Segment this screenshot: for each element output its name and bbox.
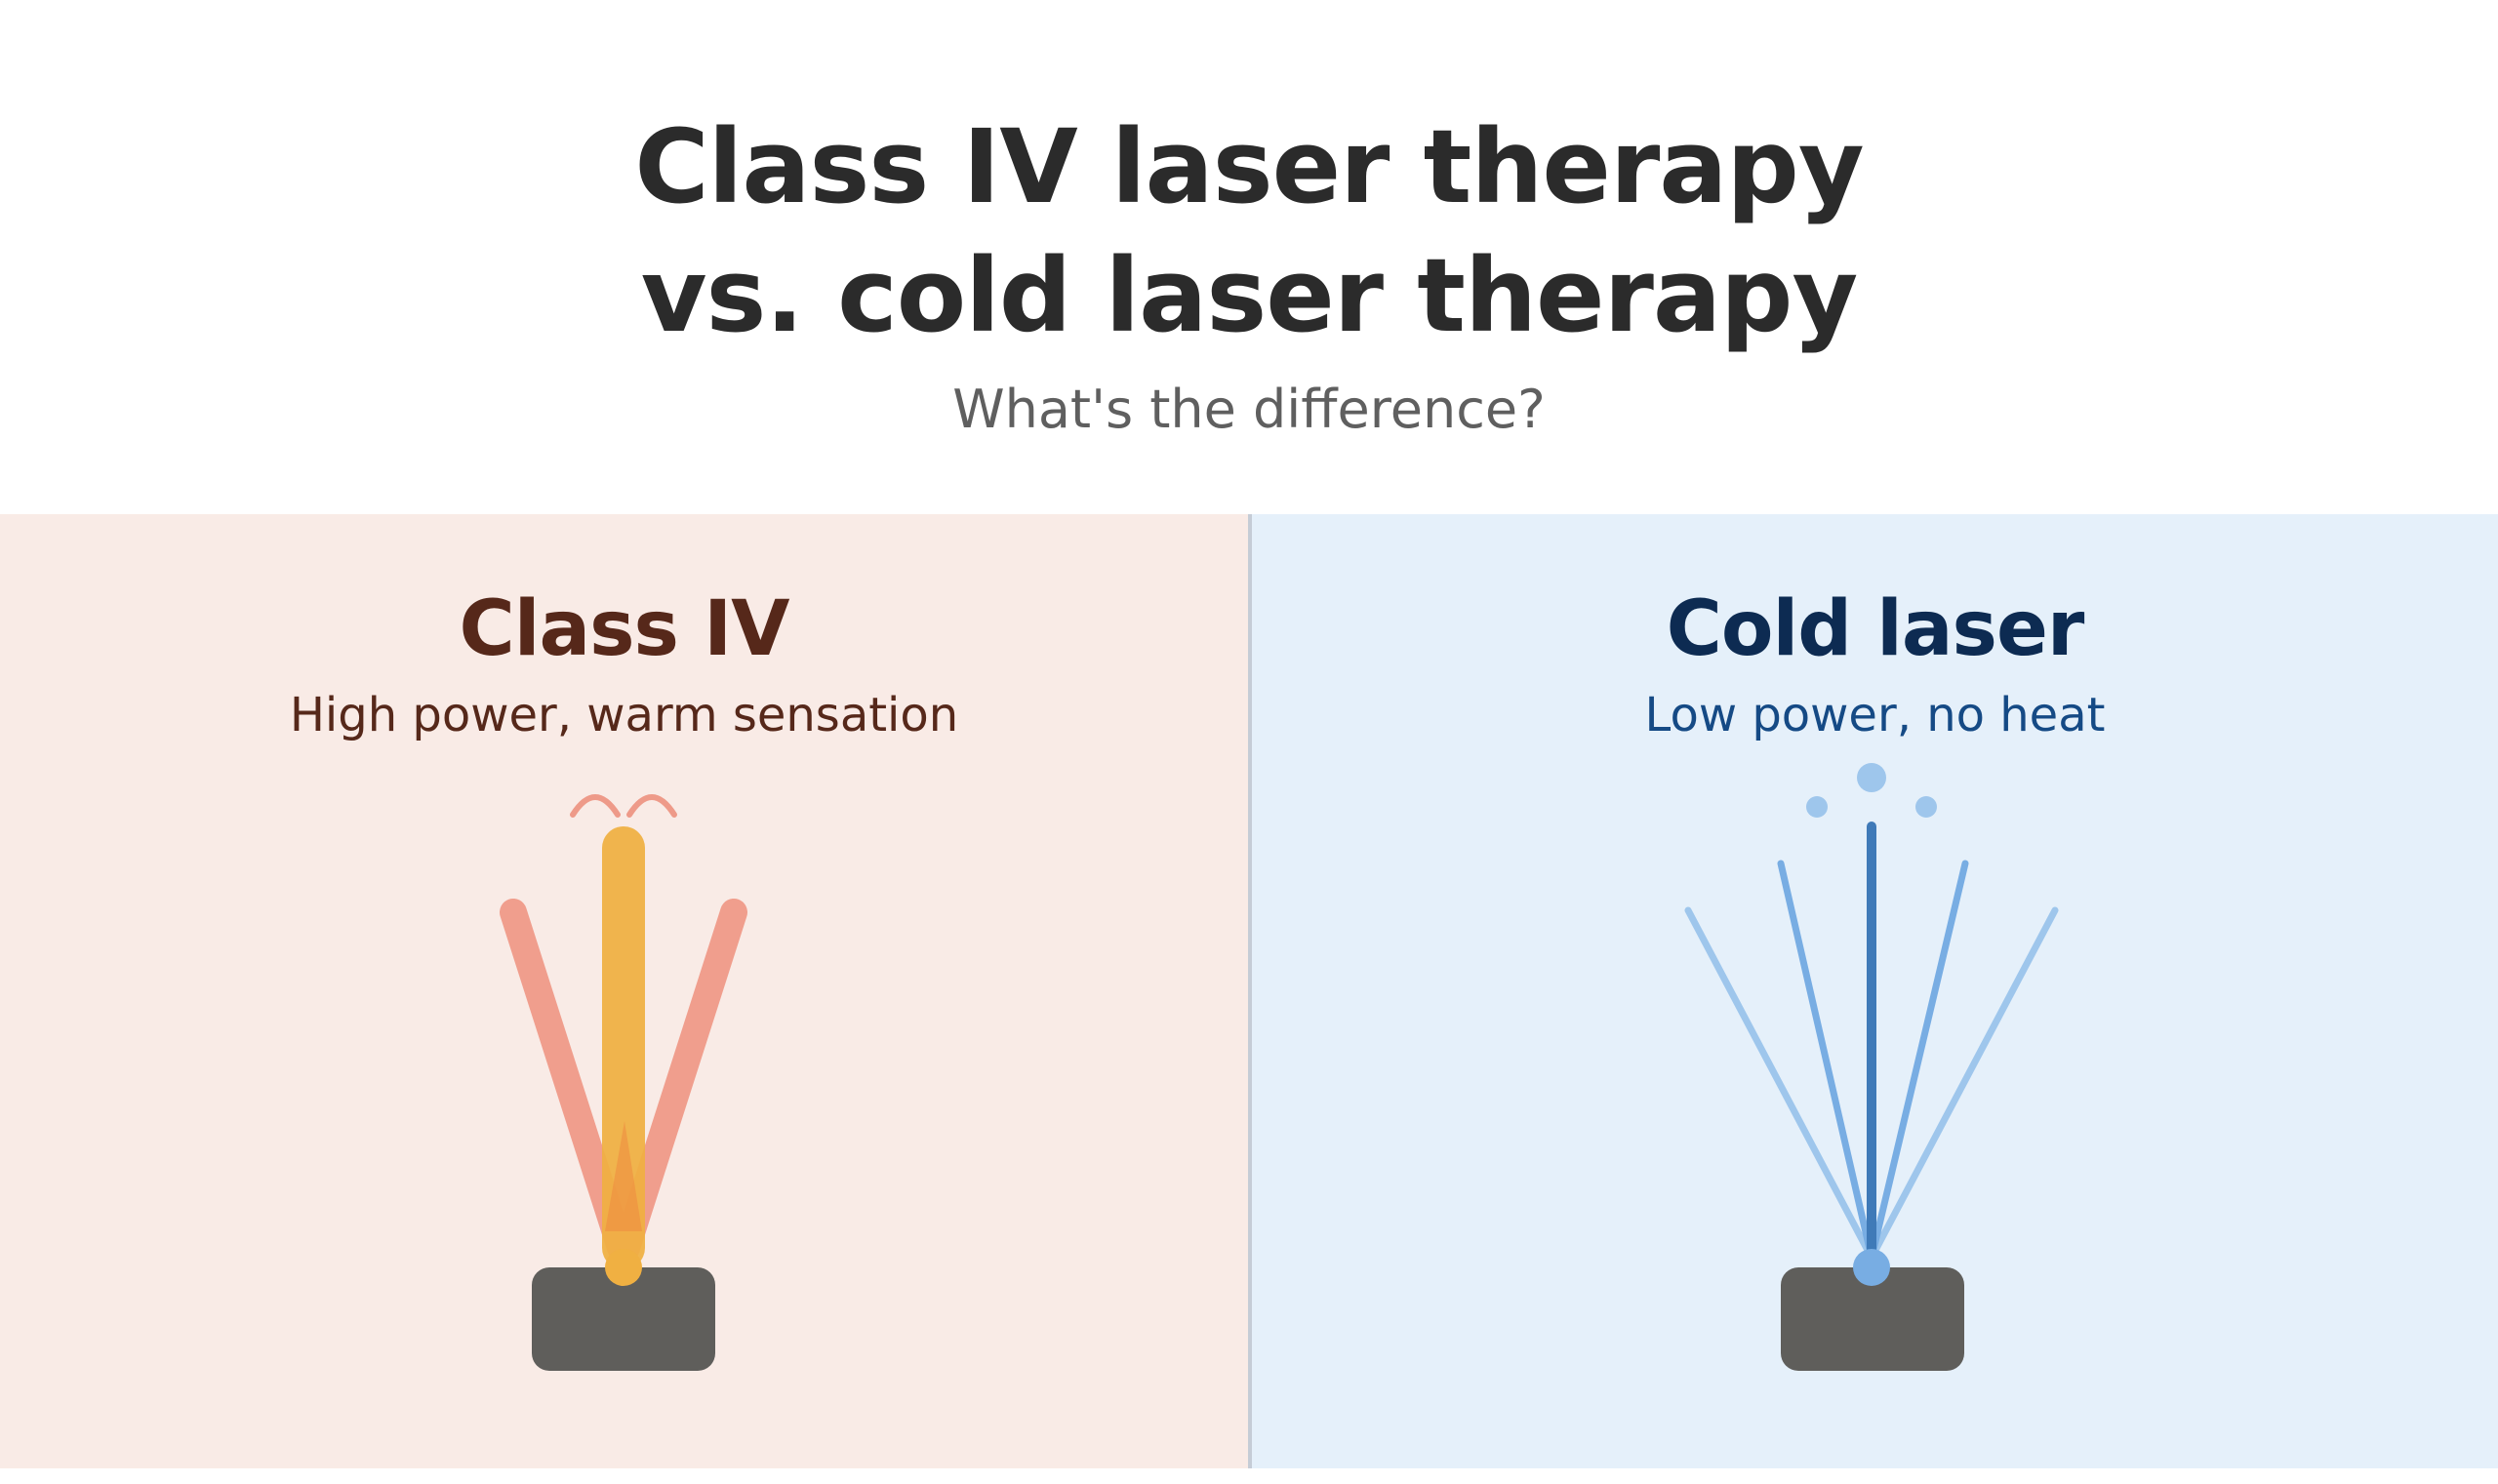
title-line-2: vs. cold laser therapy [640, 236, 1859, 355]
low-power-laser-device-icon [1684, 763, 2059, 1371]
cold-laser-description: Low power, no heat [1644, 688, 2106, 742]
laser-emitter [605, 1249, 642, 1286]
particle-dot-left [1806, 796, 1828, 818]
cold-laser-heading: Cold laser [1666, 585, 2085, 673]
page-title: Class IV laser therapy vs. cold laser th… [0, 102, 2498, 360]
particle-dot-right [1915, 796, 1937, 818]
title-line-1: Class IV laser therapy [634, 107, 1864, 226]
inner-beam-left [1777, 860, 1875, 1262]
class-iv-panel: Class IV High power, warm sensation [0, 514, 1248, 1468]
class-iv-heading: Class IV [459, 585, 789, 673]
outer-beam-right [1868, 906, 2059, 1262]
particle-dot-top [1857, 763, 1886, 792]
header: Class IV laser therapy vs. cold laser th… [0, 0, 2498, 514]
laser-device-base [1781, 1267, 1964, 1371]
outer-beam-left [1684, 906, 1875, 1262]
class-iv-description: High power, warm sensation [289, 688, 959, 742]
cold-laser-panel: Cold laser Low power, no heat [1252, 514, 2498, 1468]
laser-emitter [1853, 1249, 1890, 1286]
laser-device-base [532, 1267, 715, 1371]
high-power-laser-device-icon [500, 794, 747, 1371]
page-subtitle: What's the difference? [952, 379, 1546, 440]
beam-overlap [605, 1121, 642, 1231]
panel-divider [1248, 514, 1252, 1468]
inner-beam-right [1868, 860, 1969, 1262]
heat-waves-icon [570, 794, 677, 818]
